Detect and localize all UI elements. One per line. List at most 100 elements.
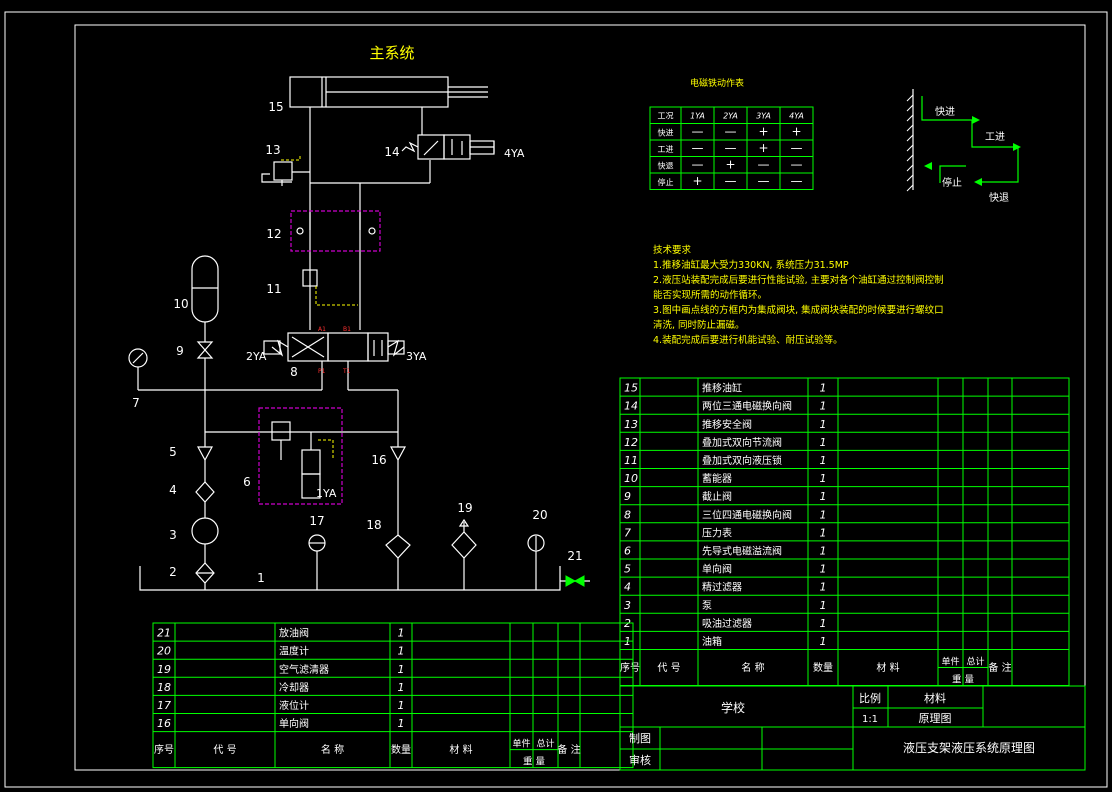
bom-row-name: 截止阀	[702, 490, 732, 503]
component-number: 12	[266, 227, 281, 241]
component-number: 18	[366, 518, 381, 532]
solenoid-table-cell: 快进	[658, 127, 674, 137]
component-number: 13	[265, 143, 280, 157]
bom-row-name: 吸油过滤器	[702, 617, 752, 630]
bom-row-number: 8	[624, 508, 631, 521]
bom-row-qty: 1	[398, 627, 405, 640]
component-number: 20	[532, 508, 547, 522]
bom-row-qty: 1	[820, 400, 827, 413]
drawing-title: 液压支架液压系统原理图	[903, 740, 1035, 755]
bom-row-number: 18	[157, 681, 171, 694]
relief-valve-13	[273, 161, 293, 181]
solenoid-table-cell: —	[725, 174, 737, 188]
integrated-block-12	[290, 210, 381, 252]
bom-row-number: 13	[624, 418, 638, 431]
check-valve-5	[196, 446, 214, 462]
bom-header-name: 名 称	[321, 743, 344, 756]
title-material-label: 材料	[924, 691, 946, 705]
bom-header-seq: 序号	[620, 661, 640, 674]
cooler-18	[385, 534, 411, 559]
bom-row-name: 单向阀	[279, 717, 309, 730]
port-b1-label: B1	[343, 326, 351, 333]
drain-valve-21	[565, 575, 585, 587]
bom-row-qty: 1	[820, 599, 827, 612]
bom-header-total: 总计	[536, 738, 554, 750]
bom-row-qty: 1	[398, 663, 405, 676]
solenoid-table-cell: +	[758, 124, 768, 138]
stop-valve-9	[196, 341, 214, 359]
solenoid-table-cell: —	[692, 157, 704, 171]
bom-row-number: 7	[624, 526, 631, 539]
title-drawn: 制图	[629, 732, 651, 745]
bom-row-number: 17	[157, 699, 171, 712]
solenoid-table-cell: 工进	[658, 145, 674, 154]
bom-row-qty: 1	[820, 472, 827, 485]
bom-row-number: 5	[624, 563, 631, 576]
tech-req-line: 清洗, 同时防止漏磁。	[653, 319, 745, 331]
solenoid-2ya-label: 2YA	[246, 350, 267, 363]
bom-row-qty: 1	[820, 526, 827, 539]
bom-row-number: 21	[157, 627, 171, 640]
bom-row-number: 3	[624, 599, 631, 612]
tech-req-line: 2.液压站装配完成后要进行性能试验, 主要对各个油缸通过控制阀控制	[653, 274, 944, 286]
component-number: 21	[567, 549, 582, 563]
component-number: 2	[169, 565, 177, 579]
solenoid-table-cell: —	[725, 141, 737, 155]
solenoid-table-cell: —	[725, 124, 737, 138]
bom-header-unit: 单件	[941, 656, 959, 668]
bom-row-qty: 1	[398, 717, 405, 730]
component-number: 9	[176, 344, 184, 358]
bom-row-qty: 1	[820, 490, 827, 503]
bom-row-name: 压力表	[702, 526, 732, 539]
hydraulic-schematic	[128, 76, 590, 591]
title-scale-label: 比例	[859, 691, 881, 705]
bom-header-material: 材 料	[876, 661, 899, 674]
bom-row-number: 20	[157, 645, 171, 658]
bom-row-qty: 1	[820, 617, 827, 630]
component-number: 1	[257, 571, 265, 585]
bom-header-name: 名 称	[741, 661, 764, 674]
bom-row-name: 冷却器	[279, 681, 309, 694]
relief-valve-6	[271, 421, 291, 441]
solenoid-table-cell: +	[758, 141, 768, 155]
bom-row-number: 12	[624, 436, 638, 449]
bom-row-number: 4	[624, 581, 631, 594]
solenoid-table-cell: +	[725, 157, 735, 171]
tech-req-line: 技术要求	[653, 244, 692, 256]
tank-1	[139, 566, 561, 591]
motion-cycle-diagram: 快进 工进 停止 快退	[906, 89, 1021, 204]
check-valve-16	[389, 446, 407, 462]
tech-req-line: 能否实现所需的动作循环。	[653, 289, 767, 301]
cycle-fast-return: 快退	[989, 192, 1009, 204]
component-number: 15	[268, 100, 283, 114]
bom-row-qty: 1	[820, 563, 827, 576]
bom-header-unit: 单件	[512, 738, 530, 750]
accumulator-10	[191, 255, 219, 323]
solenoid-table-cell: —	[791, 157, 803, 171]
bom-row-name: 泵	[702, 600, 712, 612]
inner-border	[74, 24, 1086, 771]
bom-row-name: 放油阀	[279, 627, 309, 640]
component-number: 16	[371, 453, 386, 467]
port-a1-label: A1	[318, 326, 326, 333]
solenoid-table-header: 2YA	[723, 112, 738, 121]
component-number: 19	[457, 501, 472, 515]
bom-row-number: 10	[624, 472, 638, 485]
solenoid-table-cell: —	[791, 141, 803, 155]
bom-row-qty: 1	[820, 635, 827, 648]
bom-header-qty: 数量	[391, 743, 411, 756]
bom-row-name: 液位计	[279, 699, 309, 712]
bom-row-qty: 1	[820, 418, 827, 431]
title-school: 学校	[721, 700, 745, 715]
bom-header-weight: 重 量	[523, 756, 546, 768]
cycle-stop: 停止	[942, 176, 962, 189]
filter-4	[195, 481, 215, 503]
solenoid-table-cell: —	[758, 157, 770, 171]
bom-row-qty: 1	[398, 699, 405, 712]
bom-row-name: 叠加式双向液压锁	[702, 454, 782, 467]
